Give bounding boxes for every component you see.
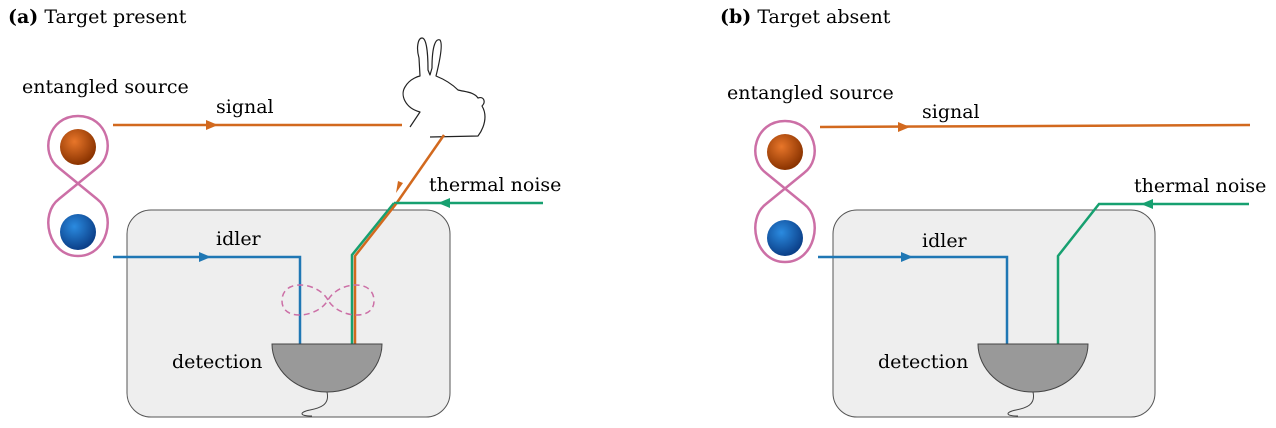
detector-cable-b <box>1007 391 1035 417</box>
idler-label-b: idler <box>922 230 968 252</box>
detection-box-b <box>832 209 1156 418</box>
noise-arrow-b <box>1141 199 1153 209</box>
idler-photon-icon <box>767 220 803 256</box>
source-label-b: entangled source <box>727 82 894 104</box>
panel-a-title: (a) Target present <box>8 6 187 28</box>
idler-arrow-b <box>901 252 913 262</box>
idler-label-a: idler <box>216 228 262 250</box>
noise-arrow-a <box>438 198 450 208</box>
signal-arrow-b <box>898 122 910 132</box>
detection-box-a <box>126 209 451 418</box>
signal-photon-icon <box>60 129 96 165</box>
signal-beam-b <box>819 123 1251 129</box>
reflected-signal-a <box>394 134 446 205</box>
panel-b: (b) Target absent entangled source signa… <box>720 6 1266 418</box>
idler-photon-icon <box>60 214 96 250</box>
panel-b-title: (b) Target absent <box>720 6 891 28</box>
signal-photon-icon <box>767 134 803 170</box>
source-label-a: entangled source <box>22 76 189 98</box>
entanglement-loop-icon <box>754 119 816 264</box>
noise-label-a: thermal noise <box>429 174 561 196</box>
idler-beam-b <box>818 255 1009 344</box>
return-path-noise-a <box>350 202 395 344</box>
rabbit-target-icon <box>402 37 486 138</box>
detection-label-a: detection <box>172 351 262 373</box>
thermal-noise-beam-b <box>1056 202 1249 344</box>
idler-arrow-a <box>199 252 211 262</box>
detection-label-b: detection <box>878 351 968 373</box>
panel-a: (a) Target present entangled source sign… <box>8 6 561 418</box>
signal-arrow-a <box>206 120 218 130</box>
entanglement-loop-icon <box>47 114 109 258</box>
noise-label-b: thermal noise <box>1134 175 1266 197</box>
signal-label-b: signal <box>922 101 980 123</box>
detector-cable-a <box>301 391 329 417</box>
signal-label-a: signal <box>216 96 274 118</box>
correlation-dashed-loop-a <box>281 284 375 316</box>
reflected-arrow-a <box>396 181 403 193</box>
